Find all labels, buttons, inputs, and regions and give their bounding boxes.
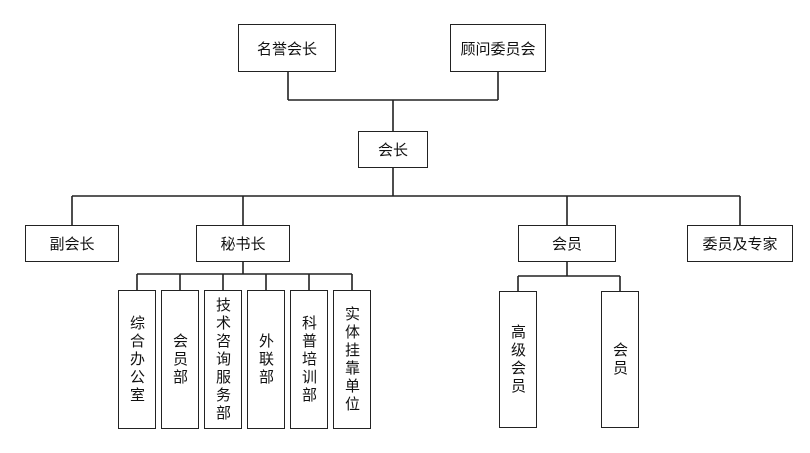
president-label: 会长 bbox=[377, 141, 408, 159]
secretary-general-box: 秘书长 bbox=[196, 225, 290, 262]
dept-membership-label: 会员部 bbox=[171, 332, 189, 387]
dept-technical-consulting-box: 技术咨询服务部 bbox=[204, 290, 242, 429]
members-label: 会员 bbox=[551, 235, 582, 253]
dept-affiliated-entities-box: 实体挂靠单位 bbox=[333, 290, 371, 429]
vice-president-label: 副会长 bbox=[49, 235, 95, 253]
honorary-president-label: 名誉会长 bbox=[256, 39, 317, 58]
senior-member-label: 高级会员 bbox=[509, 323, 527, 396]
vice-president-box: 副会长 bbox=[25, 225, 119, 262]
advisory-committee-box: 顾问委员会 bbox=[450, 24, 546, 72]
honorary-president-box: 名誉会长 bbox=[238, 24, 336, 72]
dept-general-office-box: 综合办公室 bbox=[118, 290, 156, 429]
dept-technical-consulting-label: 技术咨询服务部 bbox=[214, 296, 232, 423]
regular-member-box: 会员 bbox=[601, 291, 639, 428]
dept-external-relations-label: 外联部 bbox=[257, 332, 275, 387]
secretary-general-label: 秘书长 bbox=[220, 235, 266, 253]
advisory-committee-label: 顾问委员会 bbox=[460, 39, 536, 58]
members-box: 会员 bbox=[518, 225, 616, 262]
regular-member-label: 会员 bbox=[611, 341, 629, 378]
dept-general-office-label: 综合办公室 bbox=[128, 314, 146, 405]
committee-experts-box: 委员及专家 bbox=[687, 225, 793, 262]
dept-membership-box: 会员部 bbox=[161, 290, 199, 429]
dept-science-training-label: 科普培训部 bbox=[300, 314, 318, 405]
president-box: 会长 bbox=[358, 131, 428, 168]
dept-affiliated-entities-label: 实体挂靠单位 bbox=[343, 305, 361, 414]
dept-external-relations-box: 外联部 bbox=[247, 290, 285, 429]
committee-experts-label: 委员及专家 bbox=[702, 235, 778, 253]
dept-science-training-box: 科普培训部 bbox=[290, 290, 328, 429]
senior-member-box: 高级会员 bbox=[499, 291, 537, 428]
